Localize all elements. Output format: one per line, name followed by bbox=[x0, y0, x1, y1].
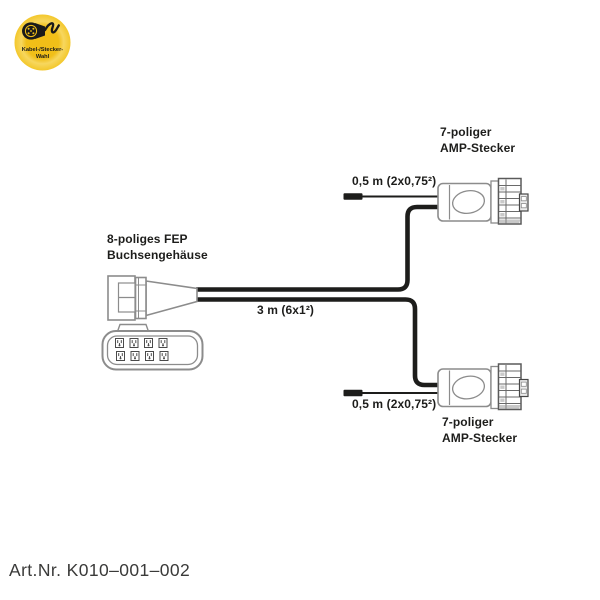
pigtail-top-end-tip bbox=[343, 193, 363, 200]
label-amp-top-line2: AMP-Stecker bbox=[440, 140, 516, 155]
cable-lead-top bbox=[196, 204, 438, 292]
fep-housing-side-view bbox=[107, 275, 198, 321]
label-fep-housing: 8-poliges FEP Buchsengehäuse bbox=[107, 232, 208, 263]
amp-connector-bottom bbox=[437, 363, 529, 411]
logo-badge: Kabel-/Stecker- Wahl bbox=[14, 14, 71, 71]
cable-plug-illustration-icon bbox=[22, 22, 60, 40]
label-amp-connector-bottom: 7-poliger AMP-Stecker bbox=[442, 415, 517, 446]
cable-lead-bottom bbox=[196, 297, 438, 388]
fep-housing-front-view bbox=[101, 323, 204, 371]
pigtail-bottom bbox=[343, 389, 438, 397]
label-pigtail-top-length: 0,5 m (2x0,75²) bbox=[352, 174, 437, 188]
label-fep-line2: Buchsengehäuse bbox=[107, 247, 208, 262]
label-fep-line1: 8-poliges FEP bbox=[107, 232, 188, 246]
label-amp-bottom-line1: 7-poliger bbox=[442, 415, 494, 429]
label-amp-bottom-line2: AMP-Stecker bbox=[442, 430, 518, 445]
label-main-cable-length: 3 m (6x1²) bbox=[257, 303, 315, 317]
article-number: Art.Nr. K010–001–002 bbox=[9, 560, 191, 580]
pigtail-bottom-end-tip bbox=[343, 389, 363, 397]
main-cable bbox=[196, 204, 438, 388]
label-pigtail-bottom-length: 0,5 m (2x0,75²) bbox=[352, 397, 437, 411]
logo-text-line1: Kabel-/Stecker- bbox=[22, 47, 64, 53]
logo-text-line2: Wahl bbox=[36, 54, 50, 60]
label-amp-top-line1: 7-poliger bbox=[440, 125, 492, 139]
pigtail-top bbox=[343, 193, 438, 200]
label-amp-connector-top: 7-poliger AMP-Stecker bbox=[440, 125, 515, 156]
amp-connector-top bbox=[437, 177, 529, 225]
